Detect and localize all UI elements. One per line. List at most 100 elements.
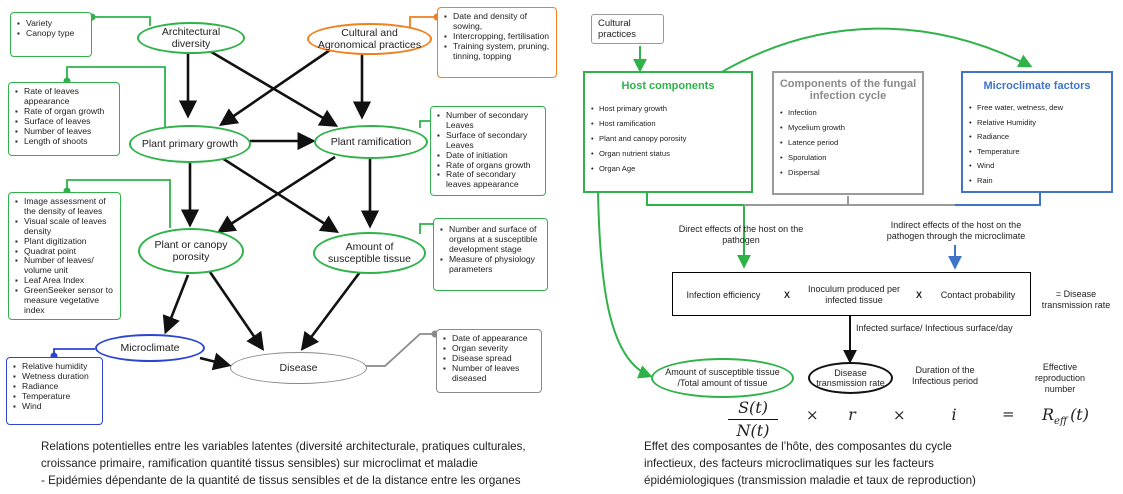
node-plant-ramification[interactable]: Plant ramification [314,125,428,159]
list-item: Organ severity [443,343,536,354]
list-item: Plant digitization [15,236,115,247]
connector-growth [66,66,166,128]
list-item: Disease spread [443,353,536,364]
list-item: Intercropping, fertilisation [444,31,551,42]
box-disease-variables: Date of appearanceOrgan severityDisease … [436,329,542,393]
list-item: Host primary growth [591,101,751,116]
formula-i: i [951,405,957,424]
list-item: Training system, pruning, tinning, toppi… [444,41,551,62]
arrow-host-to-microclimate [719,27,1033,74]
node-cultural-agronomical[interactable]: Cultural and Agronomical practices [307,23,432,55]
list-item: Temperature [969,145,1111,160]
formula-r-argument: (t) [1070,405,1089,424]
list-item: Image assessment of the density of leave… [15,196,115,217]
list-item: Dispersal [780,165,922,180]
infection-efficiency-label: Infection efficiency [686,290,761,300]
arrow-cultural-to-growth [218,48,331,127]
list-item: Rate of organ growth [15,106,114,117]
contact-probability-label: Contact probability [940,290,1016,300]
formula-fraction-bar [728,419,778,421]
box-porosity-variables: Image assessment of the density of leave… [8,192,121,320]
direct-effects-label: Direct effects of the host on the pathog… [678,224,804,245]
formula-r: r [848,405,856,424]
formula-times-1: × [806,406,819,424]
list-item: Rate of secondary leaves appearance [437,170,540,190]
arrow-microclimate-to-disease [199,352,232,371]
panel-fungal-cycle: Components of the fungal infection cycle… [772,71,924,195]
list-item: Organ nutrient status [591,146,751,161]
list-item: Number and surface of organs at a suscep… [440,224,542,255]
list-item: GreenSeeker sensor to measure vegetative… [15,285,115,316]
box-growth-variables: Rate of leaves appearanceRate of organ g… [8,82,120,156]
node-architectural-diversity[interactable]: Architectural diversity [137,22,245,54]
list-item: Leaf Area Index [15,275,115,286]
list-item: Wind [13,401,97,412]
list-item: Infection [780,105,922,120]
effective-reproduction-label: Effective reproduction number [1034,362,1086,394]
list-item: Visual scale of leaves density [15,216,115,237]
list-item: Measure of physiology parameters [440,254,542,275]
list-item: Relative humidity [13,361,97,372]
list-item: Host ramification [591,116,751,131]
list-item: Number of secondary Leaves [437,110,540,131]
formula-r-subscript: eff [1054,416,1068,428]
panel-host-components: Host components Host primary growth Host… [583,71,753,193]
list-item: Sporulation [780,150,922,165]
formula-equals: = [1002,405,1015,423]
box-cultural-practices[interactable]: Cultural practices [591,14,664,44]
list-item: Date of initiation [437,150,540,161]
list-item: Number of leaves/ volume unit [15,256,115,276]
box-cultural-variables: Date and density of sowing,Intercropping… [437,7,557,78]
bracket-direct-gray [744,196,849,206]
arrow-susceptible-to-disease [300,271,362,351]
list-item: Free water, wetness, dew [969,101,1111,116]
list-item: Date and density of sowing, [444,11,551,32]
list-item: Number of leaves diseased [443,363,536,384]
list-item: Date of appearance [443,333,536,344]
list-item: Quadrat point [15,246,115,257]
caption-line: Effet des composantes de l’hôte, des com… [644,440,952,453]
node-disease[interactable]: Disease [230,352,367,384]
arrow-porosity-to-disease [208,271,265,352]
list-item: Rain [969,174,1111,189]
list-item: Length of shoots [15,136,114,147]
node-plant-primary-growth[interactable]: Plant primary growth [129,125,251,163]
node-microclimate[interactable]: Microclimate [95,334,205,362]
formula-r-eff: Reff(t) [1042,405,1089,427]
list-item: Number of leaves [15,126,114,137]
connector-architecture [92,16,151,26]
right-caption: Effet des composantes de l’hôte, des com… [644,438,1084,489]
indirect-effects-label: Indirect effects of the host on the path… [886,220,1026,241]
node-disease-transmission-rate[interactable]: Disease transmission rate [808,362,893,394]
inoculum-label: Inoculum produced per infected tissue [807,284,901,305]
list-item: Wetness duration [13,371,97,382]
caption-line: Relations potentielles entre les variabl… [41,440,526,453]
caption-line: croissance primaire, ramification quanti… [41,457,478,470]
bracket-direct [646,193,751,269]
arrow-arch-to-ramification [207,48,339,127]
list-item: Variety [17,18,86,29]
list-item: Wind [969,159,1111,174]
connector-microclimate [53,348,95,356]
infected-surface-label: Infected surface/ Infectious surface/day [856,323,1013,333]
connector-porosity [66,179,171,228]
list-item: Radiance [13,381,97,392]
list-item: Latence period [780,135,922,150]
multiply-sign-2: X [915,290,922,300]
box-susceptible-variables: Number and surface of organs at a suscep… [433,218,548,291]
connector-disease [366,333,435,367]
fungal-cycle-title: Components of the fungal infection cycle [779,78,917,102]
bracket-indirect [955,192,1041,206]
panel-microclimate-factors: Microclimate factors Free water, wetness… [961,71,1113,193]
list-item: Canopy type [17,28,86,39]
caption-line: épidémiologiques (transmission maladie e… [644,474,976,487]
node-amount-susceptible-tissue[interactable]: Amount of susceptible tissue [313,232,426,274]
node-amount-ratio[interactable]: Amount of susceptible tissue /Total amou… [651,358,794,398]
formula-numerator: S(t) [738,398,768,417]
caption-line: - Epidémies dépendante de la quantité de… [41,474,521,487]
node-plant-canopy-porosity[interactable]: Plant or canopy porosity [138,228,244,274]
microclimate-factors-title: Microclimate factors [983,80,1091,92]
list-item: Temperature [13,391,97,402]
arrow-ramification-to-porosity [216,155,336,233]
